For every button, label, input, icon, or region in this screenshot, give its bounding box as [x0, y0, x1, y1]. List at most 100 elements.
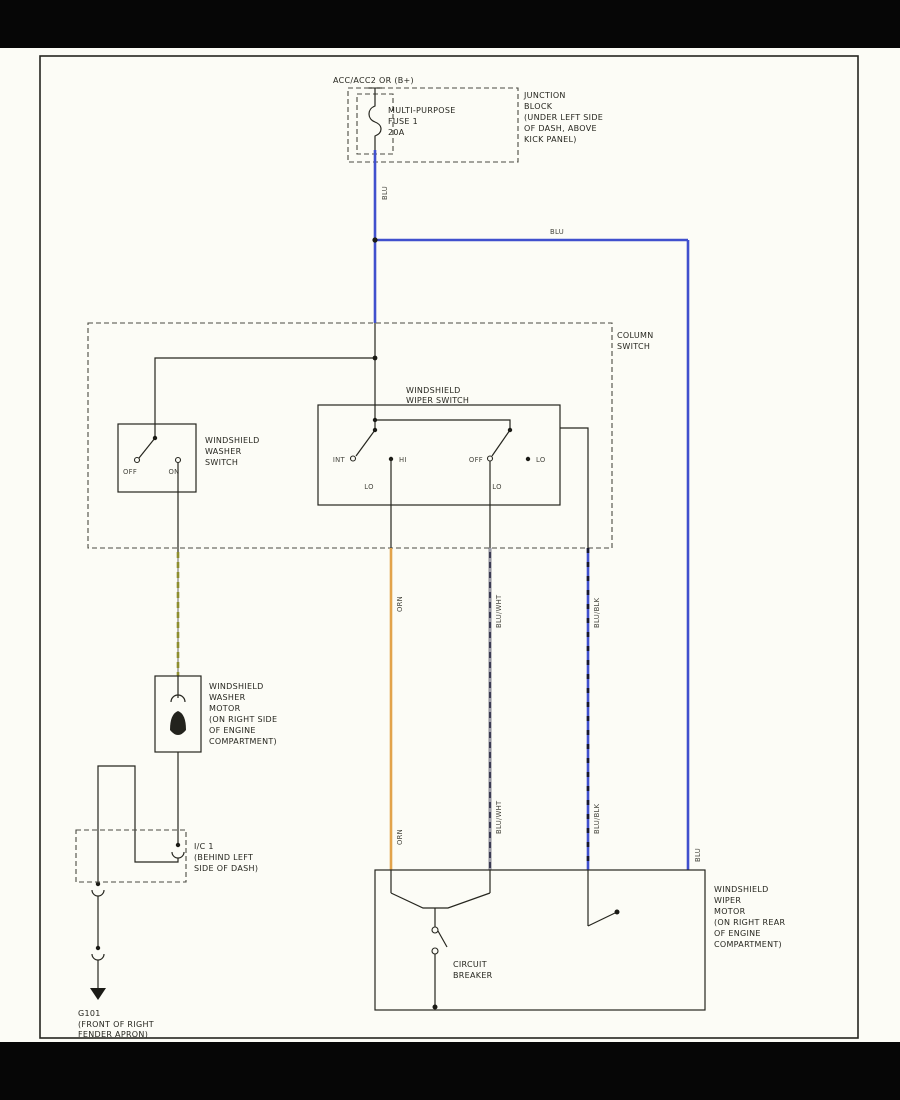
junction-dot [372, 417, 378, 423]
washer-switch-label: WINDSHIELD WASHER SWITCH [205, 436, 260, 467]
wire-label-orn: ORN [396, 829, 404, 845]
ic1-label: I/C 1 (BEHIND LEFT SIDE OF DASH) [194, 842, 258, 873]
wiper-motor-label-line: (ON RIGHT REAR [714, 918, 785, 927]
wiper-motor-ground-dot [432, 1004, 438, 1010]
connector-pin [95, 881, 101, 887]
wiper-switch-terminal-off [486, 455, 494, 462]
wiper-switch-label-line: WIPER SWITCH [406, 396, 469, 405]
wiper-switch-out-lo: LO [364, 483, 374, 491]
feed-wires: BLU BLU BLU [373, 150, 702, 870]
circuit-breaker-label-line: BREAKER [453, 971, 493, 980]
connector-pin [95, 945, 101, 951]
column-switch-label: COLUMN SWITCH [617, 331, 653, 351]
junction-dot [372, 427, 378, 433]
junction-dot [152, 435, 158, 441]
washer-switch-label-line: WASHER [205, 447, 242, 456]
wiper-motor-label-line: COMPARTMENT) [714, 940, 782, 949]
wiper-motor-label-line: WIPER [714, 896, 741, 905]
ic1-label-line: (BEHIND LEFT [194, 853, 253, 862]
top-black-bar [0, 0, 900, 48]
fuse-icon [368, 88, 382, 150]
wire-label-blu: BLU [694, 848, 702, 862]
wiper-switch-arm2-icon [491, 429, 511, 457]
washer-motor-icon [170, 711, 186, 735]
wiper-motor-section: CIRCUIT BREAKER WINDSHIELD WIPER MOTOR (… [374, 869, 785, 1011]
branch-to-washer-switch [154, 357, 375, 424]
wire-label-blu-blk: BLU/BLK [593, 803, 601, 834]
washer-motor-label-line: WASHER [209, 693, 246, 702]
wire-label-blu-wht: BLU/WHT [495, 594, 503, 628]
park-switch-arm-icon [587, 912, 616, 927]
wiper-motor-label: WINDSHIELD WIPER MOTOR (ON RIGHT REAR OF… [714, 885, 785, 949]
ground-label-line: (FRONT OF RIGHT [78, 1020, 154, 1029]
wiper-switch-pos-hi: HI [399, 456, 407, 464]
wiper-switch-arm1-icon [355, 429, 376, 457]
washer-switch-label-line: WINDSHIELD [205, 436, 260, 445]
wire-label-blu: BLU [550, 228, 564, 236]
column-switch-section: COLUMN SWITCH OFF ON WINDSHIELD WASHER S… [87, 322, 653, 552]
circuit-breaker-terminal [431, 947, 439, 955]
column-switch-label-line: SWITCH [617, 342, 650, 351]
junction-dot [372, 237, 378, 243]
motor-wires: ORN ORN BLU/WHT BLU/WHT BLU/BLK BLU/BLK [176, 548, 601, 870]
washer-motor-label-line: COMPARTMENT) [209, 737, 277, 746]
washer-motor-label-line: MOTOR [209, 704, 241, 713]
ic1-connector-box [75, 829, 187, 883]
washer-motor-label-line: (ON RIGHT SIDE [209, 715, 277, 724]
junction-block-box [347, 87, 519, 163]
fuse-label-line: FUSE 1 [388, 117, 418, 126]
wiper-switch-box [317, 404, 561, 506]
circuit-breaker-label: CIRCUIT BREAKER [453, 960, 493, 980]
column-switch-box [87, 322, 613, 549]
ground-symbol-icon [90, 988, 106, 1000]
washer-switch-label-line: SWITCH [205, 458, 238, 467]
connector-pin [175, 842, 181, 848]
washer-switch-terminal [133, 456, 141, 464]
circuit-breaker-terminal [431, 926, 439, 934]
washer-motor-label-line: OF ENGINE [209, 726, 256, 735]
washer-switch-box [117, 423, 197, 493]
junction-block-label-line: BLOCK [524, 102, 553, 111]
wiper-switch: WINDSHIELD WIPER SWITCH INT HI OFF LO LO… [317, 386, 589, 548]
washer-switch: OFF ON WINDSHIELD WASHER SWITCH [117, 423, 260, 493]
wiper-switch-label-line: WINDSHIELD [406, 386, 461, 395]
wiper-switch-out-lo: LO [492, 483, 502, 491]
wire-label-orn: ORN [396, 596, 404, 612]
power-source-label: ACC/ACC2 OR (B+) [333, 76, 414, 85]
column-switch-label-line: COLUMN [617, 331, 653, 340]
junction-dot [507, 427, 513, 433]
wire-ground-jog [97, 765, 179, 882]
junction-block-label-line: KICK PANEL) [524, 135, 577, 144]
washer-motor-label: WINDSHIELD WASHER MOTOR (ON RIGHT SIDE O… [209, 682, 277, 746]
washer-motor-section: WINDSHIELD WASHER MOTOR (ON RIGHT SIDE O… [154, 675, 277, 753]
wiper-switch-terminal-int [349, 455, 357, 462]
washer-switch-pos-on: ON [168, 468, 179, 476]
washer-motor-label-line: WINDSHIELD [209, 682, 264, 691]
wiper-switch-pos-off: OFF [469, 456, 483, 464]
wiper-motor-label-line: WINDSHIELD [714, 885, 769, 894]
junction-block-label-line: JUNCTION [523, 91, 566, 100]
circuit-breaker-arm-icon [437, 930, 448, 948]
wiper-switch-pos-int: INT [333, 456, 346, 464]
wiper-motor-label-line: OF ENGINE [714, 929, 761, 938]
junction-block-label: JUNCTION BLOCK (UNDER LEFT SIDE OF DASH,… [523, 91, 603, 144]
wire-label-blu-wht: BLU/WHT [495, 800, 503, 834]
fuse-label-line: 20A [388, 128, 405, 137]
ic1-label-line: SIDE OF DASH) [194, 864, 258, 873]
wire-label-blu-blk: BLU/BLK [593, 597, 601, 628]
park-switch-contact [614, 909, 620, 915]
ground-g101-label: G101 (FRONT OF RIGHT FENDER APRON) [78, 1009, 154, 1039]
junction-dot [372, 355, 378, 361]
junction-block-section: ACC/ACC2 OR (B+) MULTI-PURPOSE FUSE 1 20… [333, 76, 603, 163]
circuit-breaker-label-line: CIRCUIT [453, 960, 487, 969]
washer-ground-path: I/C 1 (BEHIND LEFT SIDE OF DASH) G101 (F… [75, 752, 258, 1039]
washer-switch-pos-off: OFF [123, 468, 137, 476]
fuse-label-line: MULTI-PURPOSE [388, 106, 456, 115]
branch-to-wiper-pole2 [375, 419, 511, 430]
wiper-switch-pos-lo: LO [536, 456, 546, 464]
washer-switch-terminal [174, 456, 182, 464]
diagram-border [39, 55, 859, 1039]
wiper-switch-terminal-lo [525, 456, 531, 462]
